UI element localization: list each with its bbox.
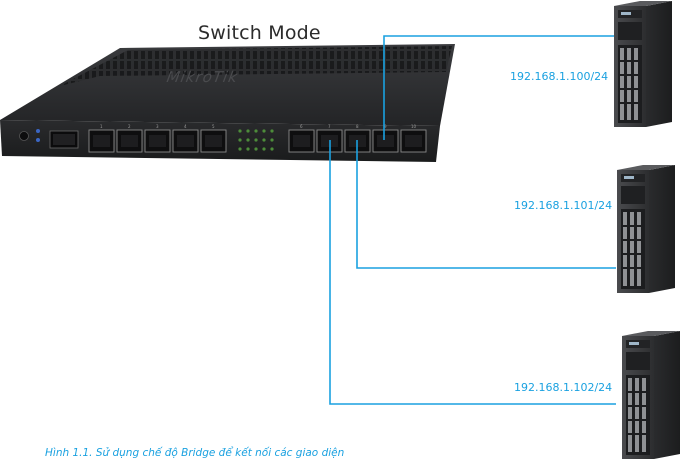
port-number-labels: 1 2 3 4 5 6 7 8 9 10 — [100, 124, 417, 129]
server-tower-3 — [622, 331, 680, 459]
ethernet-port-4 — [172, 129, 199, 153]
port-number-label: 9 — [384, 124, 387, 129]
server-2-ip-label: 192.168.1.101/24 — [514, 199, 613, 212]
cable-server-2 — [356, 140, 616, 269]
sfp-port-inner — [53, 134, 75, 145]
port-number-label: 10 — [411, 124, 417, 129]
power-led-icon — [36, 129, 40, 133]
port-number-label: 6 — [300, 124, 303, 129]
ethernet-port-1 — [88, 129, 115, 153]
ethernet-port-2 — [116, 129, 143, 153]
ethernet-port-5 — [200, 129, 227, 153]
port-number-label: 7 — [328, 124, 331, 129]
cable-server-3 — [329, 140, 616, 405]
ethernet-port-6 — [288, 129, 315, 153]
diagram-title: Switch Mode — [198, 22, 321, 44]
server-tower-1 — [614, 1, 672, 127]
ethernet-port-9 — [372, 129, 399, 153]
figure-caption: Hình 1.1. Sử dụng chế độ Bridge để kết n… — [45, 447, 345, 459]
port-number-label: 8 — [356, 124, 359, 129]
server-1-ip-label: 192.168.1.100/24 — [510, 70, 609, 83]
mikrotik-logo: MikroTik — [165, 68, 240, 86]
network-cables — [329, 35, 616, 405]
server-tower-2 — [617, 165, 675, 293]
led-matrix — [238, 129, 274, 151]
user-led-icon — [36, 138, 40, 142]
port-number-label: 4 — [184, 124, 187, 129]
port-number-label: 5 — [212, 124, 215, 129]
reset-button — [19, 131, 29, 141]
server-3-ip-label: 192.168.1.102/24 — [514, 381, 613, 394]
ethernet-port-10 — [400, 129, 427, 153]
port-number-label: 3 — [156, 124, 159, 129]
router-vents — [60, 46, 452, 86]
cable-server-1 — [383, 35, 616, 140]
port-number-label: 1 — [100, 124, 103, 129]
ethernet-port-3 — [144, 129, 171, 153]
ethernet-ports-group-1 — [88, 129, 227, 153]
port-number-label: 2 — [128, 124, 131, 129]
router-brand: MikroTik — [165, 68, 240, 86]
